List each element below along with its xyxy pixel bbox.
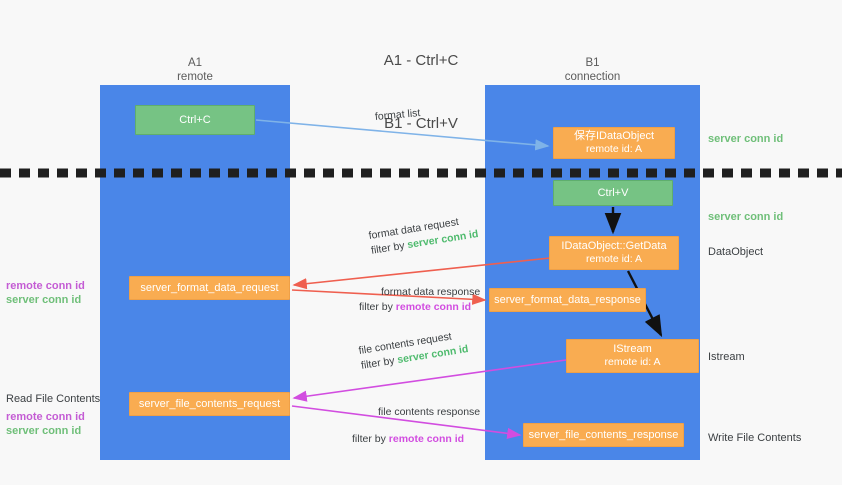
node-server-format-data-response[interactable]: server_format_data_response <box>489 288 646 312</box>
node-save-idataobject-label: 保存IDataObject <box>573 130 655 142</box>
node-ctrl-c[interactable]: Ctrl+C <box>135 105 255 135</box>
label-format-data-response: format data response filter by remote co… <box>359 285 480 315</box>
column-header-b1: B1 connection <box>485 56 700 84</box>
page-title: A1 - Ctrl+C B1 - Ctrl+V <box>0 8 842 176</box>
node-save-idataobject-sub: remote id: A <box>585 143 643 155</box>
annotation-read-file-contents: Read File Contents <box>6 393 101 405</box>
arrow-format-list <box>255 119 550 151</box>
column-b1-sub: connection <box>564 71 621 83</box>
node-ctrl-v[interactable]: Ctrl+V <box>553 180 673 206</box>
label-file-contents-response: file contents response filter by remote … <box>352 405 480 447</box>
node-server-file-contents-response[interactable]: server_file_contents_response <box>523 423 684 447</box>
filter-prefix: filter by <box>359 301 396 313</box>
annotation-right-dataobject: DataObject <box>708 246 764 258</box>
annotation-server-conn-id: server conn id <box>6 425 82 437</box>
node-server-file-contents-response-label: server_file_contents_response <box>528 428 679 441</box>
annotation-right-server-conn-id-1: server conn id <box>708 133 784 145</box>
arrow-file-contents-request <box>292 359 567 402</box>
annotation-right-server-conn-id-2: server conn id <box>708 211 784 223</box>
node-server-file-contents-request[interactable]: server_file_contents_request <box>129 392 290 416</box>
label-format-data-response-filter: filter by remote conn id <box>359 300 480 315</box>
column-a1-sub: remote <box>177 71 213 83</box>
node-ctrl-c-label: Ctrl+C <box>179 113 211 126</box>
column-header-a1: A1 remote <box>100 56 290 84</box>
label-format-data-response-text: format data response <box>381 286 481 298</box>
node-istream-label: IStream <box>613 343 652 355</box>
title-line-2: B1 - Ctrl+V <box>384 115 458 132</box>
annotation-remote-conn-id: remote conn id <box>6 411 85 423</box>
arrow-format-data-request <box>292 257 551 290</box>
node-istream-sub: remote id: A <box>604 356 661 368</box>
filter-prefix: filter by <box>352 433 389 445</box>
arrow-format-data-response <box>291 289 487 305</box>
annotation-left-read-file-contents: Read File Contents remote conn id server… <box>6 392 100 438</box>
node-server-file-contents-request-label: server_file_contents_request <box>138 397 281 410</box>
column-b1-name: B1 <box>585 57 600 69</box>
node-idataobject-getdata-sub: remote id: A <box>585 253 643 265</box>
annotation-server-conn-id: server conn id <box>6 294 82 306</box>
filter-key-remote-conn-id: remote conn id <box>395 301 472 313</box>
annotation-right-istream: Istream <box>708 351 745 363</box>
node-server-format-data-request[interactable]: server_format_data_request <box>129 276 290 300</box>
annotation-remote-conn-id: remote conn id <box>6 280 85 292</box>
node-server-format-data-response-label: server_format_data_response <box>494 293 641 306</box>
node-idataobject-getdata-label: IDataObject::GetData <box>561 240 667 252</box>
arrow-file-contents-response <box>291 405 522 439</box>
label-file-contents-response-filter: filter by remote conn id <box>352 420 480 447</box>
column-a1-name: A1 <box>187 57 203 69</box>
label-file-contents-response-text: file contents response <box>378 406 481 418</box>
annotation-left-conn-ids-1: remote conn id server conn id <box>6 279 85 307</box>
dashed-divider <box>0 168 842 178</box>
node-ctrl-v-label: Ctrl+V <box>597 186 629 199</box>
node-server-format-data-request-label: server_format_data_request <box>140 281 279 294</box>
node-idataobject-getdata[interactable]: IDataObject::GetData remote id: A <box>549 236 679 270</box>
node-istream[interactable]: IStream remote id: A <box>566 339 699 373</box>
filter-key-remote-conn-id: remote conn id <box>388 433 465 445</box>
node-save-idataobject[interactable]: 保存IDataObject remote id: A <box>553 127 675 159</box>
annotation-right-write-file-contents: Write File Contents <box>708 432 802 444</box>
title-line-1: A1 - Ctrl+C <box>383 52 459 69</box>
